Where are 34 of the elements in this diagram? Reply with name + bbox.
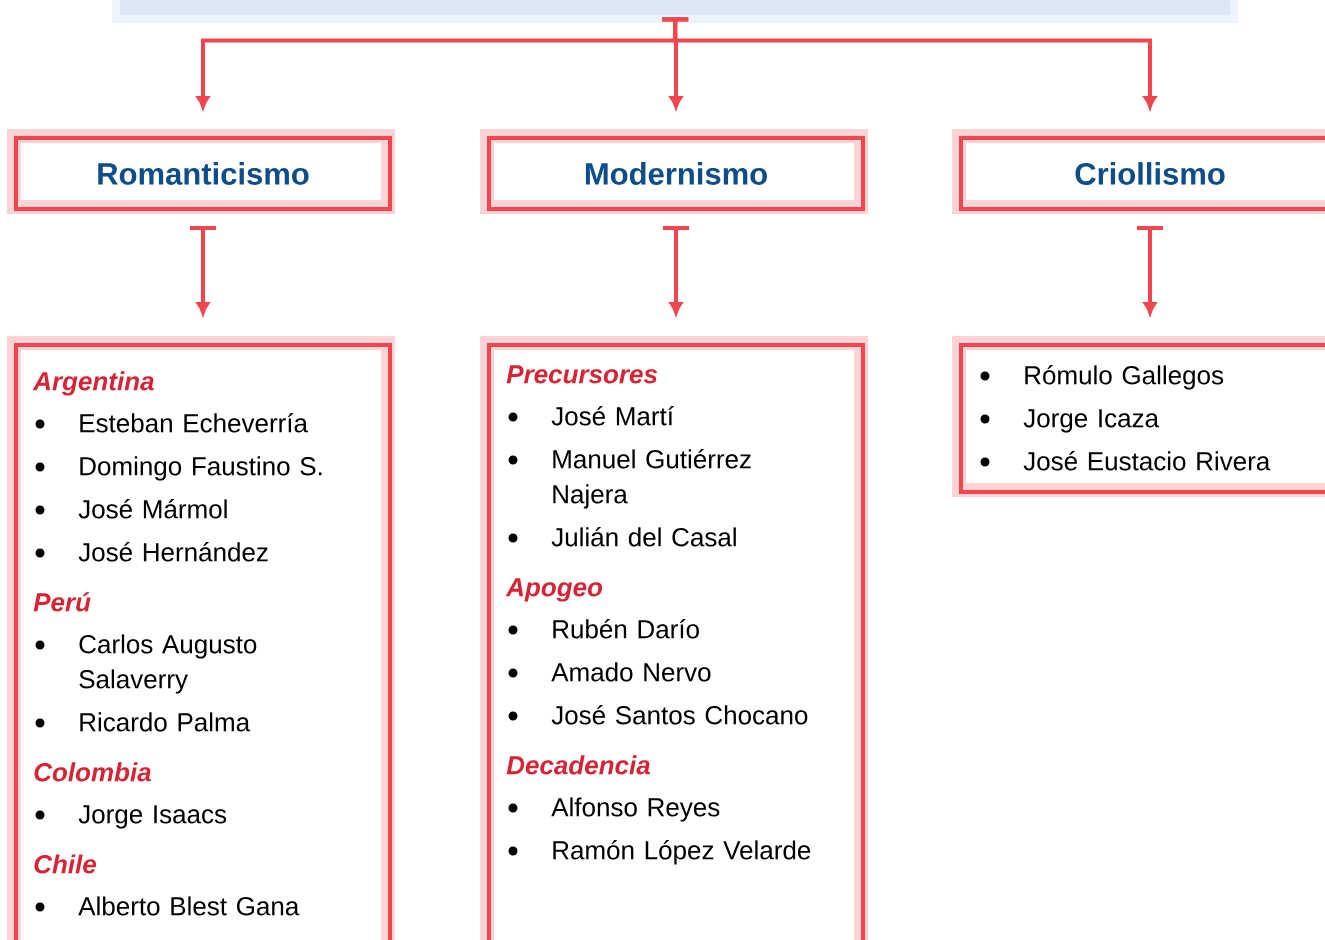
category-box: Modernismo bbox=[480, 129, 868, 214]
list-item: Julián del Casal bbox=[508, 527, 736, 547]
list-item: Amado Nervo bbox=[508, 662, 711, 682]
list-item: José Santos Chocano bbox=[508, 705, 808, 725]
arrow bbox=[190, 226, 216, 315]
list-item: Ricardo Palma bbox=[35, 712, 251, 732]
category-heading: Decadencia bbox=[506, 755, 650, 775]
list-item: Domingo Faustino S. bbox=[35, 456, 322, 481]
category-heading: Chile bbox=[34, 854, 97, 874]
list-item: Jorge Icaza bbox=[980, 409, 1160, 433]
arrow bbox=[1137, 226, 1163, 315]
list-item: Carlos Augusto Salaverry bbox=[35, 634, 257, 694]
list-item: Rubén Darío bbox=[508, 619, 699, 639]
category-heading: Colombia bbox=[34, 762, 151, 782]
list-item: José Mármol bbox=[35, 499, 227, 519]
arrow bbox=[662, 17, 1157, 109]
title-box bbox=[112, 0, 1238, 23]
list-item: Ramón López Velarde bbox=[508, 840, 811, 865]
list-item: José Martí bbox=[508, 406, 674, 426]
list-item: José Hernández bbox=[35, 542, 268, 562]
category-heading: Argentina bbox=[32, 371, 154, 396]
list-item: Jorge Isaacs bbox=[35, 805, 227, 829]
category-box: Criollismo bbox=[952, 129, 1325, 214]
category-box: Romanticismo bbox=[7, 129, 395, 214]
list-item: Alfonso Reyes bbox=[508, 797, 720, 822]
list-item: José Eustacio Rivera bbox=[980, 451, 1271, 471]
list-item: Rómulo Gallegos bbox=[980, 365, 1224, 390]
list-item: Alberto Blest Gana bbox=[35, 896, 300, 916]
arrow bbox=[663, 226, 689, 315]
list-item: Manuel Gutiérrez Najera bbox=[508, 449, 751, 509]
category-heading: Apogeo bbox=[505, 578, 603, 602]
category-heading: Precursores bbox=[506, 365, 658, 384]
list-item: Esteban Echeverría bbox=[35, 413, 308, 433]
category-heading: Perú bbox=[33, 592, 91, 612]
